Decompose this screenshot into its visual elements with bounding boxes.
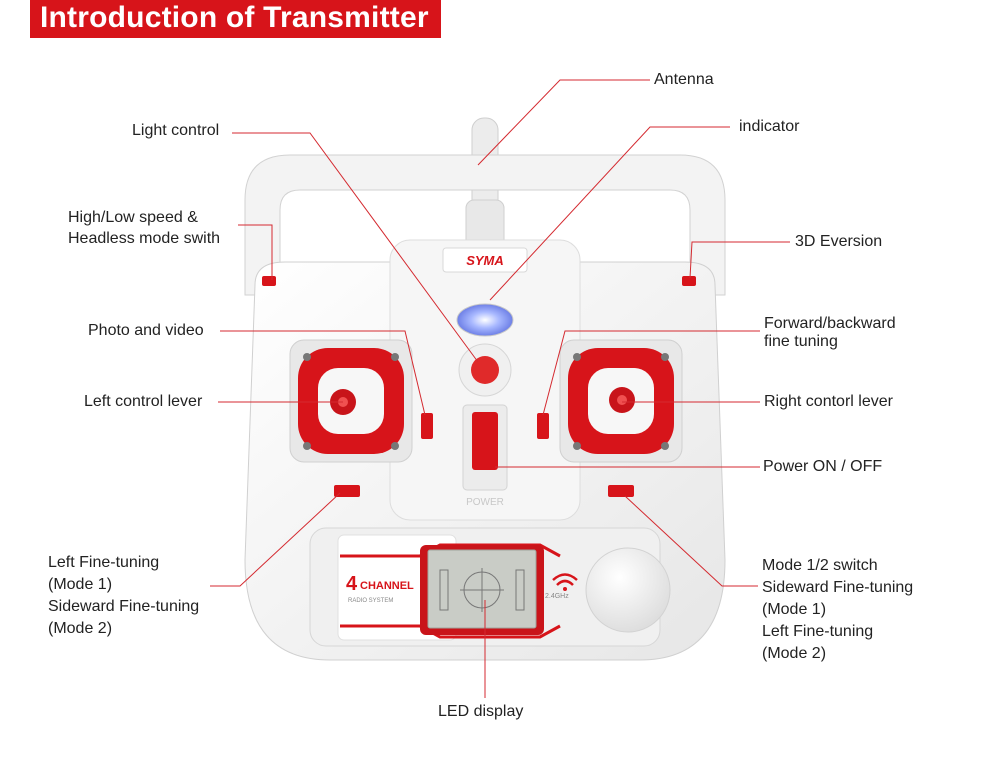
eversion-3d-button — [682, 276, 696, 286]
radio-system-text: RADIO SYSTEM — [348, 598, 393, 604]
leader-lines — [210, 79, 790, 698]
brand-text: SYMA — [466, 253, 504, 268]
label-left-fine-tuning: Left Fine-tuning (Mode 1) Sideward Fine-… — [48, 554, 200, 637]
led-display — [420, 545, 544, 635]
carry-handle — [244, 154, 726, 296]
mode-trim-button — [608, 485, 634, 497]
left-control-lever — [289, 339, 413, 463]
power-label-text: POWER — [466, 497, 504, 508]
speed-switch — [262, 276, 276, 286]
label-left-lever: Left control lever — [84, 393, 203, 410]
left-trim-button — [334, 485, 360, 497]
channel-word: CHANNEL — [360, 580, 414, 592]
leader-indicator — [489, 126, 730, 301]
label-forward-backward: Forward/backward fine tuning — [764, 315, 896, 350]
label-light-control: Light control — [132, 122, 220, 139]
label-right-lever: Right contorl lever — [764, 393, 893, 410]
leader-photo-video — [220, 330, 426, 416]
frequency-text: 2.4GHz — [545, 593, 569, 600]
label-indicator: indicator — [739, 118, 800, 135]
syma-logo: SYMA — [442, 247, 528, 273]
leader-mode-switch — [624, 495, 758, 587]
indicator-led — [456, 303, 514, 337]
label-power: Power ON / OFF — [763, 458, 883, 475]
leader-speed-switch — [238, 224, 273, 280]
leader-forward-backward — [542, 330, 760, 416]
leader-light-control — [232, 132, 479, 363]
photo-video-button — [421, 413, 433, 439]
wifi-icon — [552, 573, 578, 591]
label-led-display: LED display — [438, 703, 524, 720]
page-title: Introduction of Transmitter — [30, 0, 441, 38]
leader-3d-eversion — [689, 241, 790, 279]
label-mode-switch: Mode 1/2 switch Sideward Fine-tuning (Mo… — [762, 557, 914, 662]
mode-switch-knob — [585, 547, 671, 633]
label-speed-switch: High/Low speed & Headless mode swith — [68, 209, 221, 247]
channel-number: 4 — [346, 573, 358, 595]
label-antenna: Antenna — [654, 71, 714, 88]
power-switch: POWER — [462, 404, 508, 508]
right-control-lever — [559, 339, 683, 463]
label-3d-eversion: 3D Eversion — [795, 233, 883, 250]
light-control-button — [458, 343, 512, 397]
leader-left-fine-tuning — [210, 492, 341, 587]
forward-backward-trim-button — [537, 413, 549, 439]
label-photo-video: Photo and video — [88, 322, 204, 339]
leader-antenna — [477, 79, 650, 166]
